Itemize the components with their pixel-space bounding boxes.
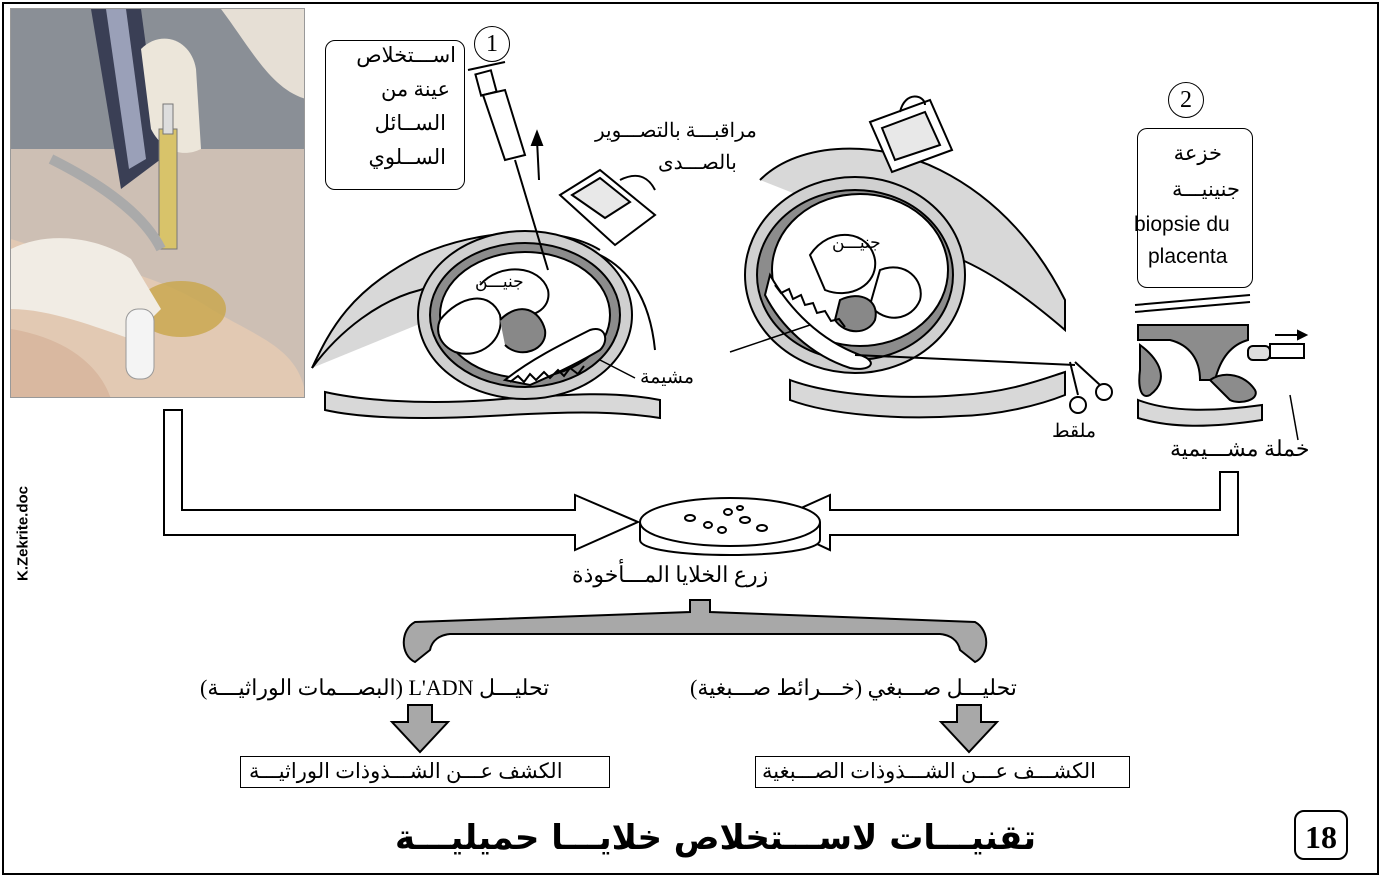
genetic-detection-label: الكشف عـــن الشـــذوذات الوراثيـــة — [249, 759, 563, 784]
side-note: K.Zekrite.doc — [15, 469, 32, 599]
ultrasound-probe-left — [560, 170, 655, 245]
arrow-right-to-culture — [770, 472, 1238, 550]
chromosome-analysis-label: تحليـــل صـــبغي (خـــرائط صـــبغية) — [690, 675, 1017, 701]
chorion-label: مشيمة — [640, 366, 694, 389]
technique2-line1: خزعة — [1174, 141, 1222, 166]
technique2-number: 2 — [1168, 82, 1204, 118]
technique1-line1: اســـتخلاص — [356, 43, 456, 68]
technique2-line2: جنينيـــة — [1172, 177, 1240, 202]
genetic-detection-box: الكشف عـــن الشـــذوذات الوراثيـــة — [240, 756, 610, 788]
technique2-line3: biopsie du — [1134, 213, 1230, 237]
branch-connector — [404, 600, 987, 662]
uterus-left — [312, 231, 660, 418]
villus-closeup — [1135, 295, 1306, 426]
fetus-label-right: جنيـــن — [832, 233, 881, 253]
dna-analysis-label: تحليـــل L'ADN (البصـــمات الوراثيـــة) — [200, 675, 549, 701]
page-title: تقنيـــات لاســـتخلاص خلايـــا حميليـــة — [395, 818, 1036, 858]
petri-dish — [640, 498, 820, 555]
chromosome-detection-label: الكشـــف عـــن الشـــذوذات الصـــبغية — [762, 759, 1096, 784]
technique1-box: اســـتخلاص عينة من الســائل الســلوي — [325, 40, 465, 190]
arrow-down-left — [392, 705, 448, 752]
fetus-label-left: جنيـــن — [475, 272, 524, 292]
page-number: 18 — [1294, 810, 1348, 860]
ultrasound-label-line1: مراقبـــة بالتصـــوير — [595, 118, 757, 143]
technique2-box: خزعة جنينيـــة biopsie du placenta — [1137, 128, 1253, 288]
forceps-label: ملقط — [1052, 420, 1096, 443]
arrow-down-right — [941, 705, 997, 752]
ultrasound-label-line2: بالصـــدى — [658, 150, 737, 175]
technique1-line3: الســائل — [375, 111, 446, 136]
chromosome-detection-box: الكشـــف عـــن الشـــذوذات الصـــبغية — [755, 756, 1130, 788]
villus-label: خملة مشـــيمية — [1170, 436, 1309, 462]
technique2-line4: placenta — [1148, 245, 1227, 269]
arrow-left-to-culture — [164, 410, 638, 550]
culture-label: زرع الخلايا المـــأخوذة — [572, 562, 768, 588]
technique1-line2: عينة من — [381, 77, 450, 102]
uterus-right — [745, 149, 1065, 418]
technique1-line4: الســلوي — [368, 145, 446, 170]
technique1-number: 1 — [474, 26, 510, 62]
